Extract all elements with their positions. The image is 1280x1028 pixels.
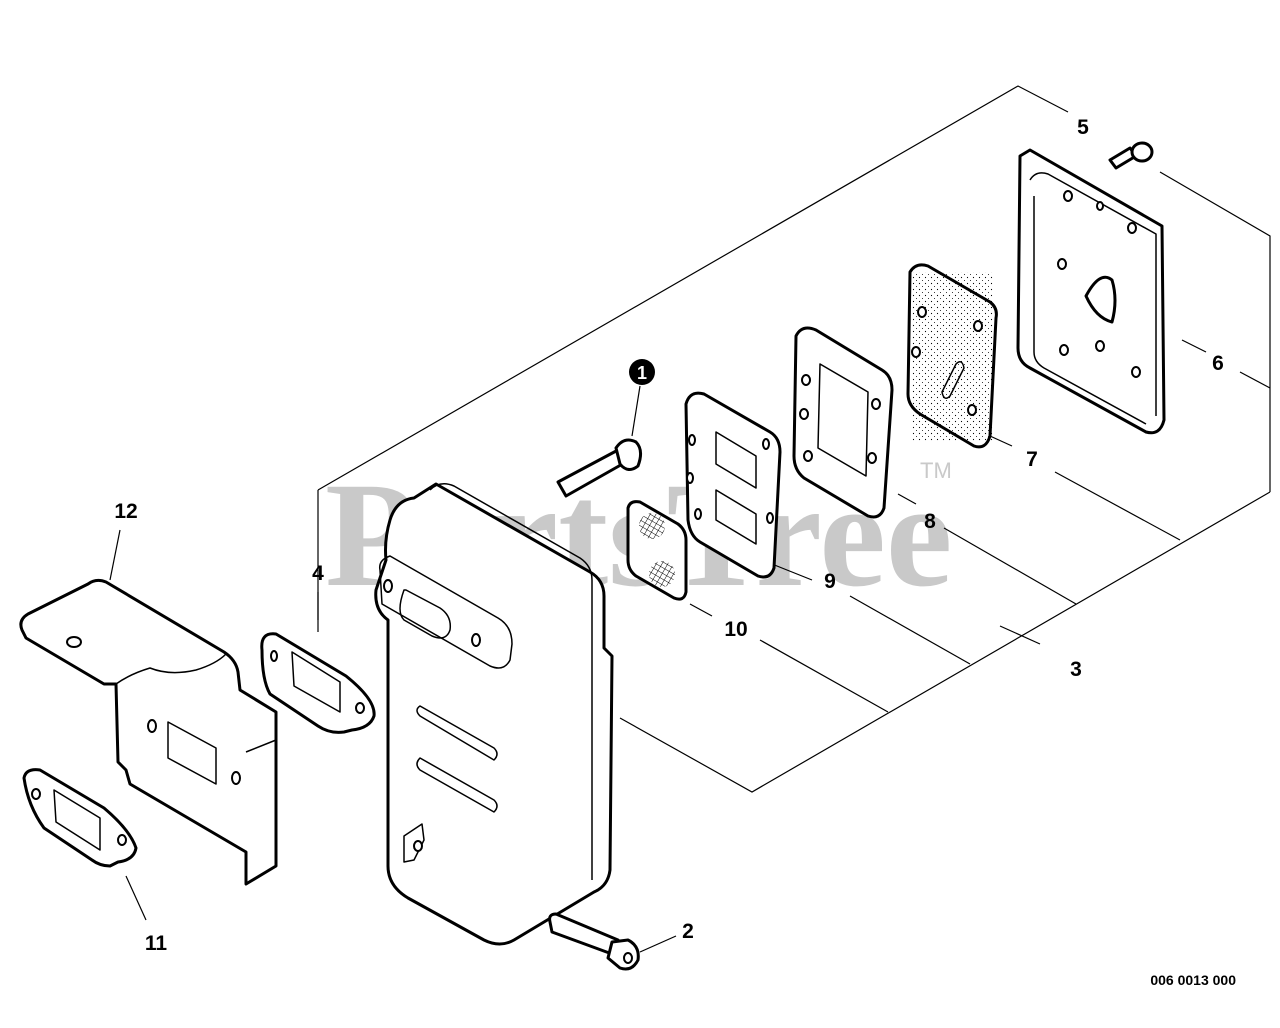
callout-4[interactable]: 4 [312, 562, 324, 585]
part-9-baffle-plate[interactable] [684, 391, 782, 579]
part-6-cover-plate[interactable] [1016, 148, 1166, 435]
callout-1-leader [631, 385, 641, 437]
part-4-muffler-gasket[interactable] [260, 632, 376, 734]
callout-leaders [109, 529, 677, 953]
callout-8[interactable]: 8 [924, 510, 936, 533]
callout-9[interactable]: 9 [824, 570, 836, 593]
trademark-symbol: TM [920, 458, 952, 483]
part-5-small-bolt[interactable] [1108, 141, 1154, 170]
muffler-body[interactable] [374, 482, 614, 946]
callout-10[interactable]: 10 [724, 618, 747, 641]
highlight-marker-text: 1 [637, 363, 647, 383]
assembly-box-lines [317, 85, 1271, 793]
callout-7[interactable]: 7 [1026, 448, 1038, 471]
part-7-plate-gasket[interactable] [906, 263, 998, 449]
part-8-gasket[interactable] [792, 326, 894, 519]
highlight-marker-circle [629, 359, 655, 385]
callout-5[interactable]: 5 [1077, 116, 1089, 139]
diagram-reference-number: 006 0013 000 [1150, 972, 1236, 988]
part-11-exhaust-gasket[interactable] [22, 768, 138, 868]
part-12-heat-shield[interactable] [19, 578, 278, 886]
callout-1-marker[interactable]: 1 [629, 359, 655, 385]
part-1-bolt[interactable] [556, 438, 643, 498]
part-2-socket-bolt[interactable] [548, 912, 640, 971]
callout-3[interactable]: 3 [1070, 658, 1082, 681]
part-10-spark-screen[interactable] [626, 500, 688, 601]
callout-2[interactable]: 2 [682, 920, 694, 943]
callout-6[interactable]: 6 [1212, 352, 1224, 375]
callout-11[interactable]: 11 [145, 932, 168, 955]
callout-12[interactable]: 12 [114, 500, 137, 523]
